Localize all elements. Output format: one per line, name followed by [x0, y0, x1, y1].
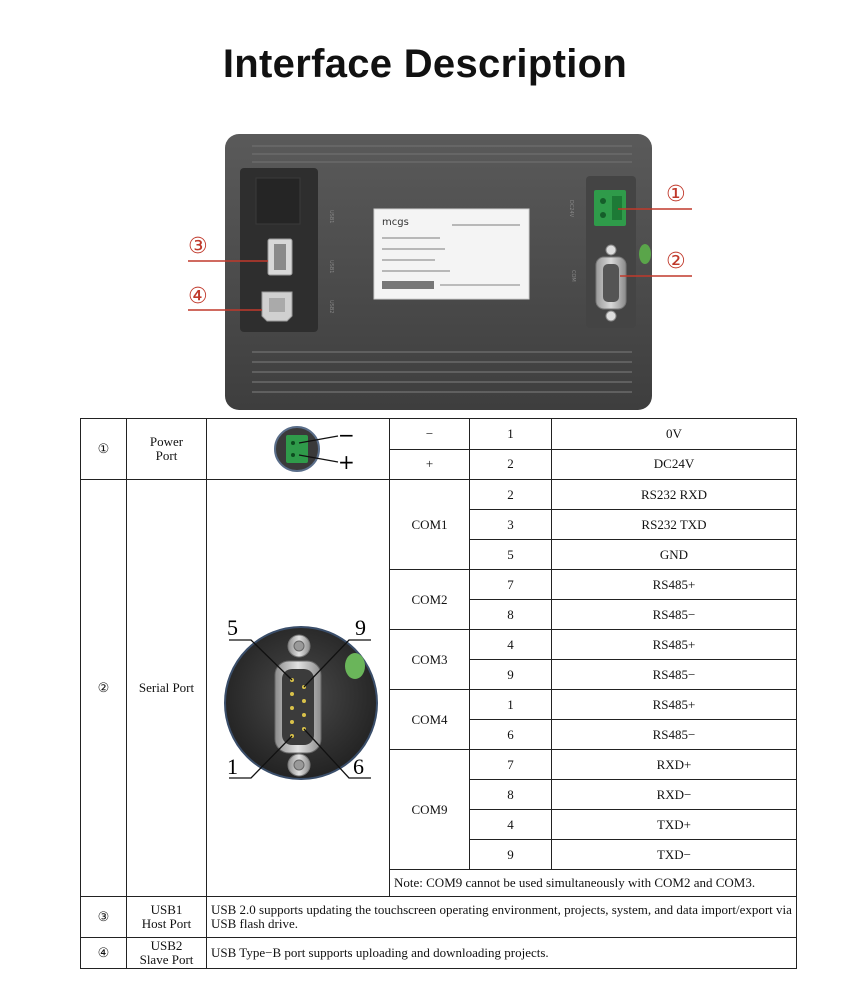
- serial-signal-cell: RS232 TXD: [551, 509, 797, 540]
- serial-note: Note: COM9 cannot be used simultaneously…: [389, 869, 797, 897]
- power-connector-image: − +: [206, 418, 390, 480]
- usb1-description: USB 2.0 supports updating the touchscree…: [206, 896, 797, 938]
- serial-pin-cell: 5: [469, 539, 552, 570]
- serial-pin-cell: 7: [469, 569, 552, 600]
- device-rear-illustration: USB1 USB1 USB2 DC24V COM mcgs: [188, 134, 692, 410]
- serial-signal-cell: RS485−: [551, 659, 797, 690]
- power-connector-illustration: − +: [274, 423, 355, 474]
- serial-pin-cell: 1: [469, 689, 552, 720]
- usb1-index: ③: [80, 896, 127, 938]
- label-brand: mcgs: [382, 217, 409, 228]
- serial-pin-cell: 8: [469, 779, 552, 810]
- callout-3: ③: [188, 234, 208, 259]
- serial-pin-cell: 9: [469, 839, 552, 870]
- usb2-name-line1: USB2: [150, 938, 183, 953]
- power-terminal: [594, 190, 626, 226]
- power-name: Power Port: [126, 418, 207, 480]
- db9-pinout-illustration: 5 9 1 6: [224, 615, 378, 780]
- usb2-description: USB Type−B port supports uploading and d…: [206, 937, 797, 969]
- table-row: ① Power Port − + − 1 0V: [80, 418, 797, 480]
- table-row: ④ USB2 Slave Port USB Type−B port suppor…: [80, 937, 797, 969]
- serial-pin-cell: 4: [469, 629, 552, 660]
- com-group-label: COM4: [389, 689, 470, 750]
- power-plus-label: +: [338, 450, 355, 474]
- power-sign-cell: −: [389, 418, 470, 450]
- callout-2: ②: [666, 249, 686, 274]
- svg-text:USB1: USB1: [328, 260, 334, 273]
- power-pin-cell: 1: [469, 418, 552, 450]
- table-row: ② Serial Port: [80, 479, 797, 897]
- table-row: ③ USB1 Host Port USB 2.0 supports updati…: [80, 896, 797, 938]
- db9-pin-9-label: 9: [355, 615, 366, 640]
- serial-pin-cell: 6: [469, 719, 552, 750]
- usb1-name-line2: Host Port: [141, 916, 192, 931]
- db9-pin-1-label: 1: [227, 754, 238, 779]
- com-group-label: COM3: [389, 629, 470, 690]
- power-sign-cell: +: [389, 448, 470, 480]
- power-index: ①: [80, 418, 127, 480]
- serial-pin-cell: 4: [469, 809, 552, 840]
- svg-text:USB1: USB1: [328, 210, 334, 223]
- power-signal-cell: 0V: [551, 418, 797, 450]
- db9-pin-5-label: 5: [227, 615, 238, 640]
- serial-signal-cell: RS485−: [551, 719, 797, 750]
- serial-signal-cell: GND: [551, 539, 797, 570]
- com-group-label: COM2: [389, 569, 470, 630]
- serial-index: ②: [80, 479, 127, 897]
- svg-text:DC24V: DC24V: [568, 200, 574, 218]
- product-label: mcgs: [373, 208, 530, 300]
- table-row: COM9 7 RXD+: [81, 749, 797, 870]
- table-row: COM2 7 RS485+: [81, 569, 797, 630]
- svg-text:COM: COM: [570, 270, 576, 282]
- serial-signal-cell: RS232 RXD: [551, 479, 797, 510]
- serial-signal-cell: RXD−: [551, 779, 797, 810]
- usb2-index: ④: [80, 937, 127, 969]
- table-row: + 2 DC24V: [81, 448, 797, 480]
- usb1-name-line1: USB1: [150, 902, 183, 917]
- serial-name: Serial Port: [126, 479, 207, 897]
- serial-pin-cell: 7: [469, 749, 552, 780]
- usb-a-port: [267, 238, 293, 276]
- usb2-name: USB2 Slave Port: [126, 937, 207, 969]
- usb1-name: USB1 Host Port: [126, 896, 207, 938]
- usb2-name-line2: Slave Port: [139, 952, 194, 967]
- db9-serial-port: [595, 244, 651, 322]
- table-row: 8 RS485−: [81, 599, 797, 630]
- power-signal-cell: DC24V: [551, 448, 797, 480]
- callout-1: ①: [666, 182, 686, 207]
- serial-signal-cell: TXD+: [551, 809, 797, 840]
- table-row: 3 RS232 TXD: [81, 509, 797, 540]
- page-title: Interface Description: [222, 42, 628, 86]
- com-group-label: COM9: [389, 749, 470, 870]
- db9-pin-6-label: 6: [353, 754, 364, 779]
- serial-pin-cell: 2: [469, 479, 552, 510]
- usb-b-port: [261, 291, 293, 322]
- serial-signal-cell: RS485−: [551, 599, 797, 630]
- serial-signal-cell: RS485+: [551, 689, 797, 720]
- serial-signal-cell: RS485+: [551, 629, 797, 660]
- power-pin-cell: 2: [469, 448, 552, 480]
- table-row: Note: COM9 cannot be used simultaneously…: [81, 869, 797, 897]
- power-minus-label: −: [338, 423, 355, 447]
- serial-signal-cell: TXD−: [551, 839, 797, 870]
- serial-pin-cell: 8: [469, 599, 552, 630]
- callout-4: ④: [188, 284, 208, 309]
- interface-spec-table: ① Power Port − + − 1 0V + 2 DC: [80, 418, 797, 969]
- serial-pin-cell: 3: [469, 509, 552, 540]
- serial-signal-cell: RXD+: [551, 749, 797, 780]
- com-group-label: COM1: [389, 479, 470, 570]
- serial-pin-cell: 9: [469, 659, 552, 690]
- db9-pinout-image: 5 9 1 6: [206, 479, 390, 897]
- svg-text:USB2: USB2: [328, 300, 334, 313]
- serial-signal-cell: RS485+: [551, 569, 797, 600]
